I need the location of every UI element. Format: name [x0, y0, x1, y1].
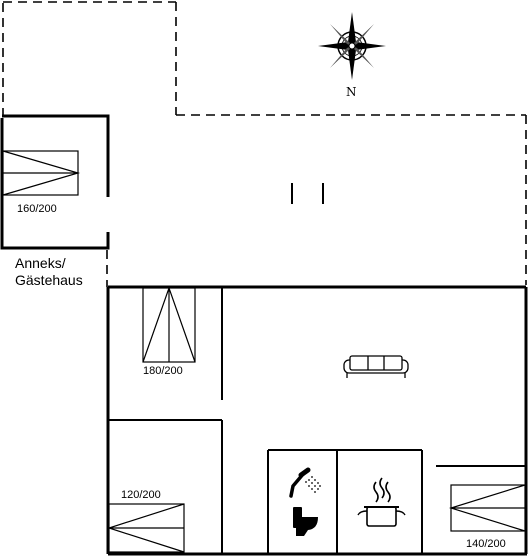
cooking-pot-icon	[357, 477, 406, 527]
courtyard-posts	[291, 183, 324, 204]
shower-icon	[289, 467, 321, 498]
compass-rose-icon	[318, 12, 386, 80]
interior-walls	[108, 288, 526, 553]
bedroom-bottom-left-bed-size-label: 120/200	[121, 489, 161, 501]
sofa-icon	[343, 355, 409, 378]
bedroom-top-bed-size-label: 180/200	[143, 365, 183, 377]
bed-icon	[107, 503, 185, 553]
bedroom-bottom-right-bed-size-label: 140/200	[466, 538, 506, 550]
bed-icon	[142, 286, 196, 363]
bed-icon	[448, 484, 526, 532]
bed-icon	[2, 150, 81, 196]
toilet-icon	[293, 507, 318, 536]
annex-label-line1: Anneks/	[15, 255, 66, 271]
annex-walls	[0, 114, 110, 250]
annex-bed-size-label: 160/200	[17, 203, 57, 215]
annex-label-line2: Gästehaus	[15, 272, 83, 288]
terrace-outline	[2, 1, 527, 287]
annex-label: Anneks/ Gästehaus	[15, 255, 83, 289]
compass-north-label: N	[346, 85, 357, 99]
